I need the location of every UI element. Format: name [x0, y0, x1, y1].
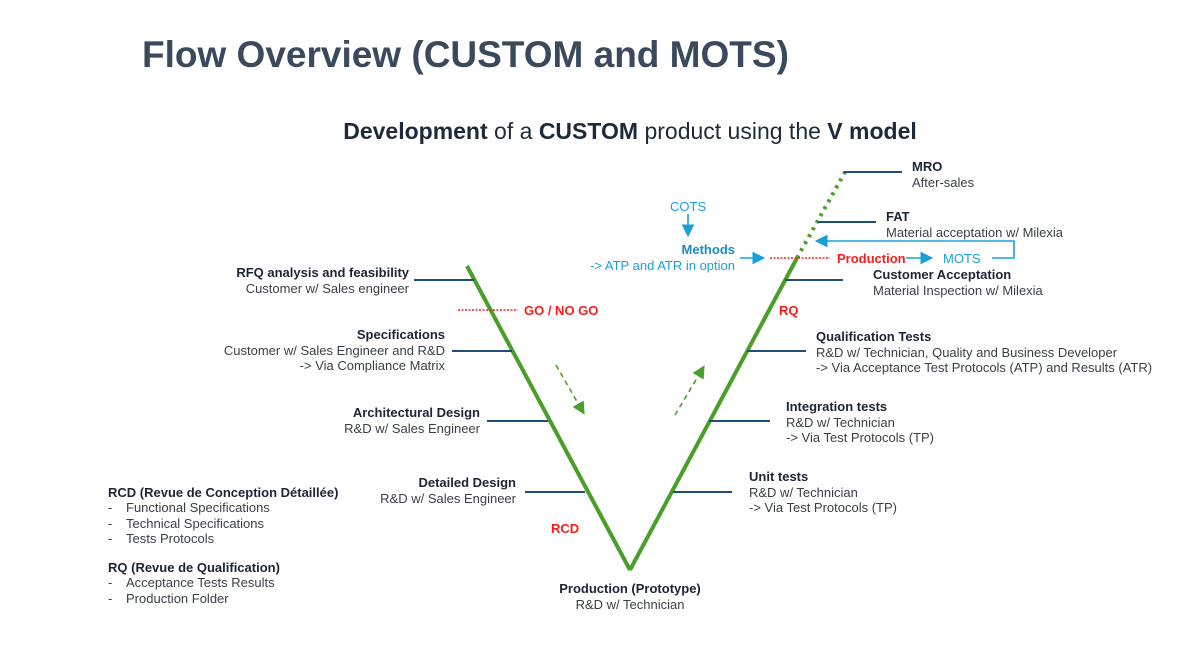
descend-arrow [555, 364, 585, 415]
step-title: Qualification Tests [816, 329, 932, 344]
step-line: Material acceptation w/ Milexia [886, 224, 1064, 240]
step-title: Detailed Design [418, 475, 516, 490]
legend-rq: RQ (Revue de Qualification) -Acceptance … [108, 560, 280, 606]
step-line: -> Via Test Protocols (TP) [749, 500, 897, 515]
step-title: MRO [912, 159, 943, 174]
step-title: FAT [886, 209, 910, 224]
step-line: -> Via Compliance Matrix [299, 358, 445, 373]
step-line: -> Via Acceptance Test Protocols (ATP) a… [816, 360, 1153, 375]
step-line: -> Via Test Protocols (TP) [786, 430, 934, 445]
step-mro: MRO After-sales [912, 159, 974, 190]
v-left-arm [465, 265, 632, 571]
step-line: R&D w/ Sales Engineer [380, 490, 516, 506]
legend-item: -Functional Specifications [108, 500, 270, 515]
v-dotted-extension [795, 171, 847, 259]
step-line: R&D w/ Technician [749, 484, 858, 500]
step-line: Customer w/ Sales Engineer and R&D [223, 342, 445, 358]
rcd-gate-label: RCD [551, 521, 580, 536]
step-title: Specifications [356, 327, 445, 342]
step-line: Customer w/ Sales engineer [245, 280, 409, 296]
step-title: Architectural Design [352, 405, 480, 420]
page-title: Flow Overview (CUSTOM and MOTS) [142, 34, 789, 75]
subtitle-part5: V model [827, 118, 917, 144]
step-architectural-design: Architectural Design R&D w/ Sales Engine… [344, 405, 480, 436]
subtitle-part2: of a [487, 118, 539, 144]
step-specifications: Specifications Customer w/ Sales Enginee… [224, 327, 445, 374]
step-fat: FAT Material acceptation w/ Milexia [886, 209, 1063, 240]
step-title: Unit tests [749, 469, 809, 484]
step-detailed-design: Detailed Design R&D w/ Sales Engineer [380, 475, 516, 506]
production-gate-label: Production [837, 251, 906, 266]
step-line: R&D w/ Technician, Quality and Business … [816, 344, 1118, 360]
subtitle-part3: CUSTOM [538, 118, 639, 144]
methods-note: -> ATP and ATR in option [590, 258, 735, 273]
step-unit-tests: Unit tests R&D w/ Technician -> Via Test… [749, 469, 897, 516]
step-line: R&D w/ Technician [786, 414, 895, 430]
cots-label: COTS [670, 199, 707, 214]
step-title: RFQ analysis and feasibility [236, 265, 409, 280]
legend-item: -Technical Specifications [108, 515, 265, 531]
ascend-arrow [674, 365, 705, 416]
step-production-prototype: Production (Prototype) R&D w/ Technician [530, 581, 730, 612]
v-right-arm [628, 257, 799, 571]
step-title: Integration tests [786, 399, 888, 414]
subtitle-part4: product using the [638, 118, 828, 144]
rq-gate-label: RQ [779, 303, 799, 318]
step-line: R&D w/ Sales Engineer [344, 420, 480, 436]
step-title: Production (Prototype) [559, 581, 701, 596]
go-no-go-label: GO / NO GO [524, 303, 599, 318]
step-customer-acceptation: Customer Acceptation Material Inspection… [873, 267, 1043, 298]
methods-label: Methods [681, 242, 735, 257]
legend-rcd-title: RCD (Revue de Conception Détaillée) [108, 485, 339, 500]
step-qualification-tests: Qualification Tests R&D w/ Technician, Q… [816, 329, 1152, 376]
legend-item: -Tests Protocols [108, 531, 215, 546]
legend-item: -Acceptance Tests Results [108, 575, 275, 590]
step-line: After-sales [912, 174, 975, 190]
step-title: Customer Acceptation [873, 267, 1012, 282]
legend-item: -Production Folder [108, 590, 229, 606]
step-rfq: RFQ analysis and feasibility Customer w/… [236, 265, 409, 296]
diagram-subtitle: Development of a CUSTOM product using th… [0, 118, 1200, 145]
mots-label: MOTS [943, 251, 981, 266]
step-line: Material Inspection w/ Milexia [873, 282, 1043, 298]
step-integration-tests: Integration tests R&D w/ Technician -> V… [786, 399, 934, 446]
mots-return-arrow [814, 234, 1015, 259]
legend-rq-title: RQ (Revue de Qualification) [108, 560, 280, 575]
legend-rcd: RCD (Revue de Conception Détaillée) -Fun… [108, 485, 338, 547]
step-line: R&D w/ Technician [575, 596, 685, 612]
subtitle-part1: Development [343, 118, 488, 144]
